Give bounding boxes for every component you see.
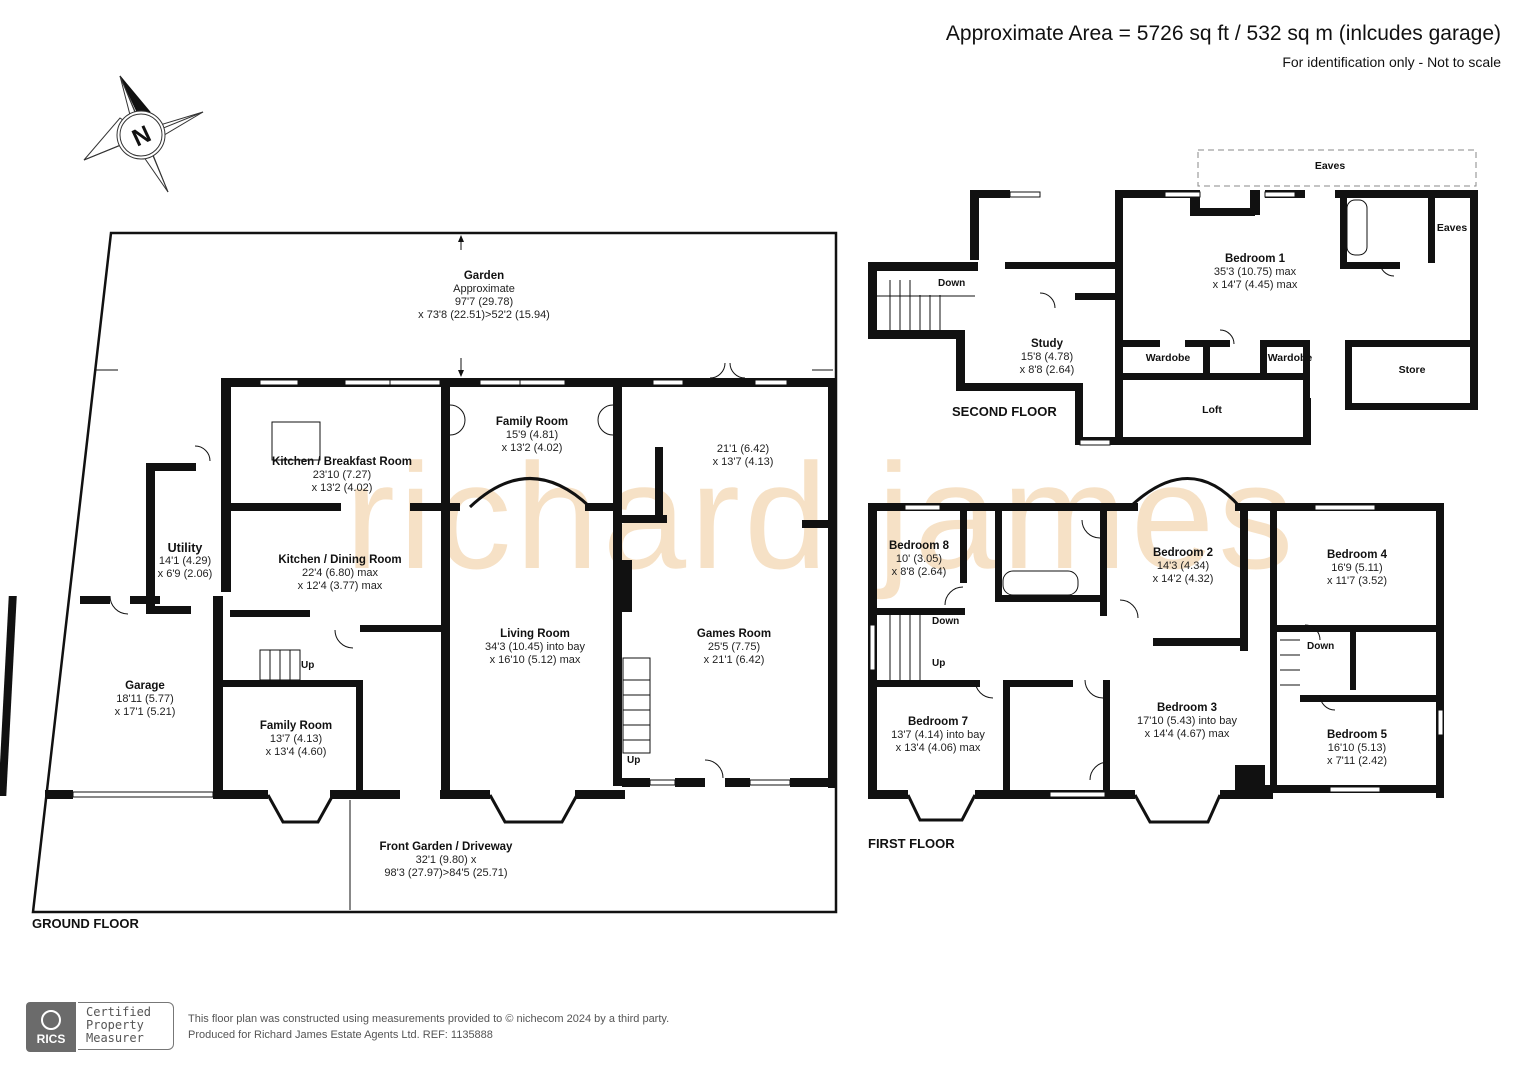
room-label-kitchen-breakfast: Kitchen / Breakfast Room 23'10 (7.27) x … [272, 456, 412, 494]
approximate-area-title: Approximate Area = 5726 sq ft / 532 sq m… [945, 22, 1501, 45]
rics-lion-icon [41, 1010, 61, 1030]
not-to-scale-note: For identification only - Not to scale [1282, 54, 1501, 70]
rics-logo: RICS [26, 1002, 76, 1052]
stairs-up-label: Up [932, 658, 946, 669]
room-label-garage: Garage 18'11 (5.77) x 17'1 (5.21) [114, 680, 176, 718]
room-label-bedroom-2: Bedroom 2 14'3 (4.34) x 14'2 (4.32) [1152, 547, 1214, 585]
room-label-living-room: Living Room 34'3 (10.45) into bay x 16'1… [485, 628, 585, 666]
room-label-wardrobe: Wardobe [1267, 352, 1313, 364]
room-label-bedroom-8: Bedroom 8 10' (3.05) x 8'8 (2.64) [888, 540, 950, 578]
room-label-games-room: Games Room 25'5 (7.75) x 21'1 (6.42) [696, 628, 772, 666]
room-label-bedroom-4: Bedroom 4 16'9 (5.11) x 11'7 (3.52) [1326, 549, 1388, 587]
room-label-bedroom-5: Bedroom 5 16'10 (5.13) x 7'11 (2.42) [1326, 729, 1388, 767]
room-label-eaves: Eaves [1314, 160, 1346, 172]
room-label-store: Store [1398, 364, 1426, 376]
stairs-up-label: Up [627, 755, 641, 766]
ground-floor-plan [0, 231, 838, 914]
room-label-bedroom-3: Bedroom 3 17'10 (5.43) into bay x 14'4 (… [1137, 702, 1237, 740]
certified-measurer-badge: Certified Property Measurer [78, 1002, 174, 1050]
disclaimer: This floor plan was constructed using me… [188, 1013, 670, 1041]
second-floor-plan [868, 149, 1478, 446]
first-floor-plan [868, 477, 1444, 824]
stairs-down-label: Down [932, 616, 960, 627]
room-label-wardrobe: Wardobe [1145, 352, 1191, 364]
second-floor-title: SECOND FLOOR [952, 404, 1057, 419]
room-label-study: Study 15'8 (4.78) x 8'8 (2.64) [1019, 338, 1075, 376]
room-label-kitchen-dining: Kitchen / Dining Room 22'4 (6.80) max x … [278, 554, 402, 592]
room-label-unnamed-room: 21'1 (6.42) x 13'7 (4.13) [712, 443, 774, 468]
room-label-utility: Utility 14'1 (4.29) x 6'9 (2.06) [157, 541, 213, 581]
stairs-up-label: Up [301, 660, 315, 671]
room-label-loft: Loft [1202, 404, 1222, 416]
room-label-family-room-front: Family Room 13'7 (4.13) x 13'4 (4.60) [259, 720, 333, 758]
stairs-down-label: Down [938, 278, 966, 289]
room-label-eaves-small: Eaves [1436, 222, 1468, 234]
room-label-front-garden: Front Garden / Driveway 32'1 (9.80) x 98… [379, 841, 513, 879]
room-label-bedroom-1: Bedroom 1 35'3 (10.75) max x 14'7 (4.45)… [1212, 253, 1298, 291]
stairs-down-label: Down [1307, 641, 1335, 652]
room-label-bedroom-7: Bedroom 7 13'7 (4.14) into bay x 13'4 (4… [891, 716, 985, 754]
first-floor-title: FIRST FLOOR [868, 836, 955, 851]
north-compass-icon: N [83, 75, 204, 193]
room-label-garden: Garden Approximate 97'7 (29.78) x 73'8 (… [418, 270, 550, 321]
ground-floor-title: GROUND FLOOR [32, 916, 139, 931]
room-label-family-room-rear: Family Room 15'9 (4.81) x 13'2 (4.02) [495, 416, 569, 454]
